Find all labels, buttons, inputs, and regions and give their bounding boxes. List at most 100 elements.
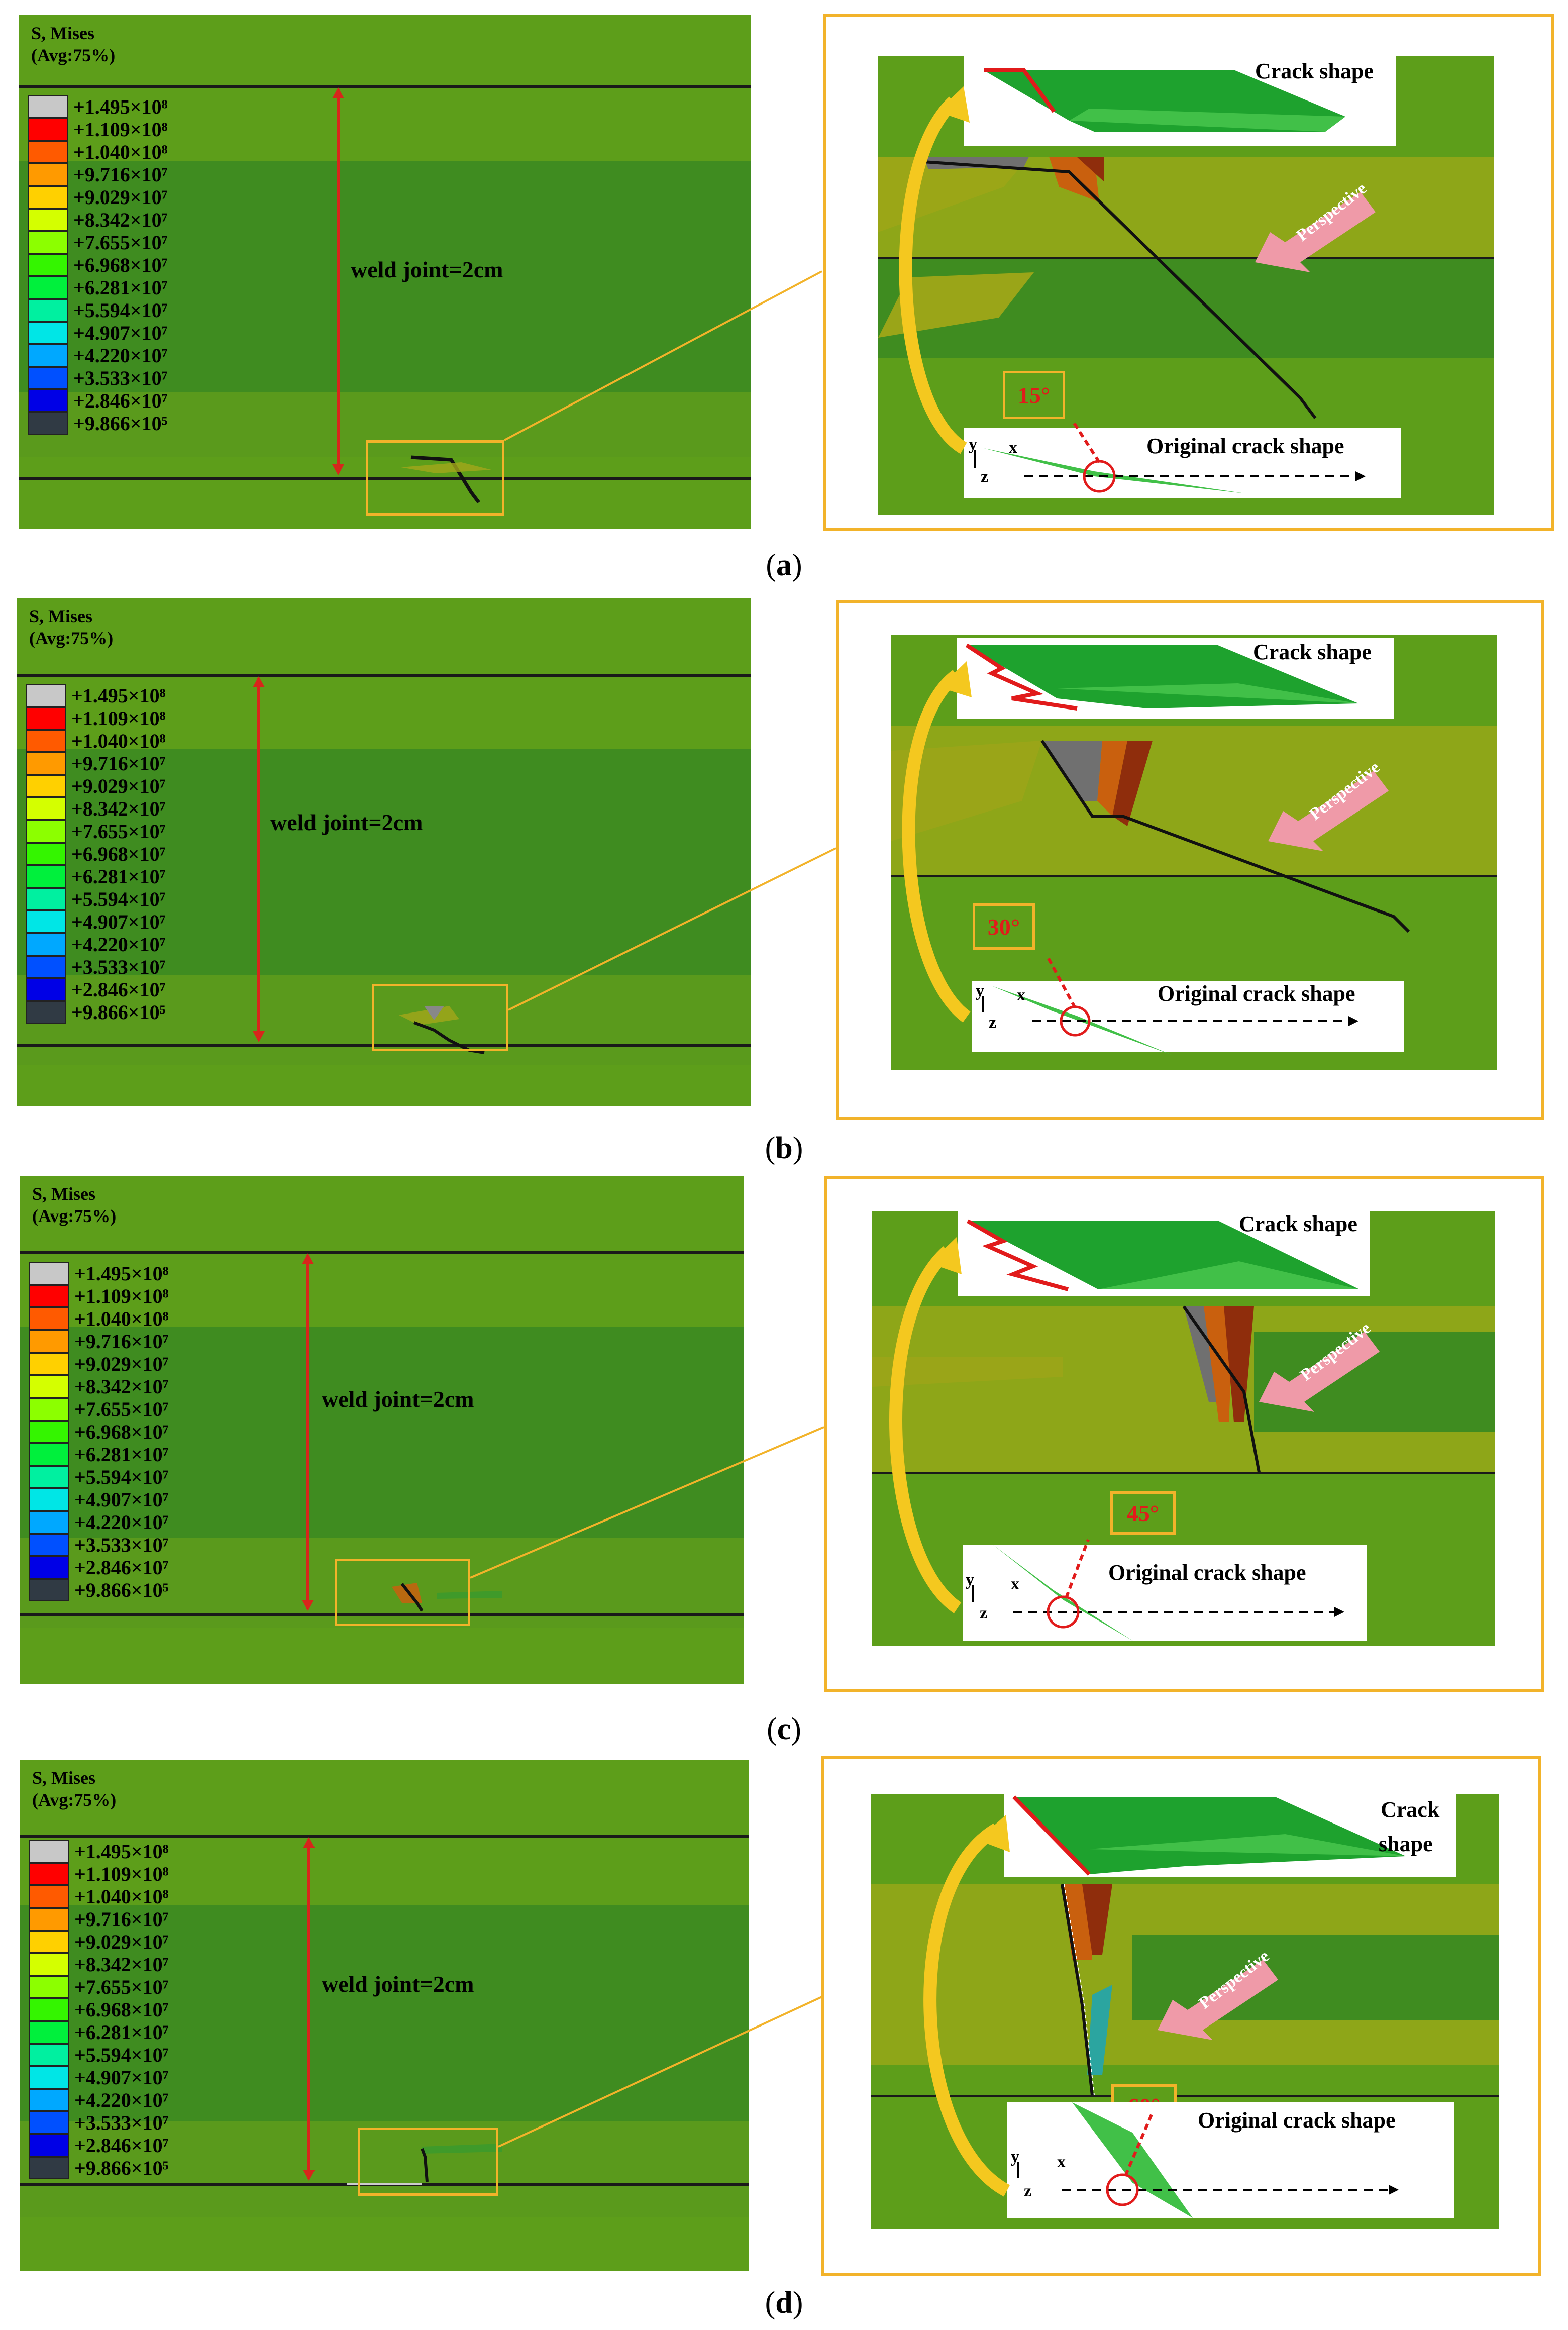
- legend-label: +6.968×10⁷: [71, 842, 166, 865]
- legend-swatch: [29, 1330, 69, 1353]
- zoom-connector-line: [508, 847, 837, 1011]
- crack-shape-label: Crack: [1381, 1797, 1440, 1822]
- zoom-region-box: [358, 2128, 498, 2196]
- legend-swatch: [28, 254, 68, 276]
- weld-joint-label: weld joint=2cm: [270, 809, 423, 835]
- legend-label: +1.495×10⁸: [74, 1840, 169, 1863]
- legend-label: +1.109×10⁸: [74, 1284, 169, 1307]
- axis-x-label: x: [1057, 2153, 1066, 2171]
- legend-swatch: [26, 820, 66, 843]
- legend-title: S, Mises(Avg:75%): [32, 1768, 117, 1810]
- legend-label: +5.594×10⁷: [74, 1465, 169, 1488]
- legend-label: +6.968×10⁷: [73, 253, 168, 276]
- fea-model-view: S, Mises(Avg:75%) +1.495×10⁸ +1.109×10⁸ …: [20, 1760, 749, 2271]
- legend-label: +4.907×10⁷: [71, 910, 166, 933]
- legend-swatch: [29, 2157, 69, 2179]
- weld-dimension-arrow: [302, 1253, 314, 1611]
- legend-label: +1.040×10⁸: [71, 729, 166, 752]
- weld-joint-label: weld joint=2cm: [351, 257, 503, 282]
- legend-label: +9.716×10⁷: [73, 163, 168, 186]
- legend-label: +7.655×10⁷: [74, 1397, 169, 1421]
- weld-bottom-boundary: [20, 1613, 744, 1616]
- zoom-connector-line: [470, 1426, 824, 1579]
- legend-label: +5.594×10⁷: [73, 298, 168, 322]
- legend-label: +1.495×10⁸: [74, 1262, 169, 1285]
- original-crack-label: Original crack shape: [1108, 1560, 1306, 1585]
- legend-swatch: [28, 322, 68, 344]
- legend-swatch: [28, 276, 68, 299]
- legend-swatch: [29, 1534, 69, 1556]
- legend-label: +4.907×10⁷: [74, 2066, 169, 2089]
- legend-label: +4.220×10⁷: [74, 2088, 169, 2111]
- legend-swatch: [29, 1976, 69, 1998]
- crack-shape-card: Crack shape: [957, 638, 1394, 719]
- legend-label: +6.281×10⁷: [74, 1443, 169, 1466]
- legend-swatch: [29, 2044, 69, 2066]
- legend-label: +9.029×10⁷: [71, 774, 166, 797]
- legend-swatch: [26, 730, 66, 752]
- legend-swatch: [29, 1863, 69, 1885]
- legend-label: +5.594×10⁷: [71, 887, 166, 910]
- legend-swatch: [29, 1556, 69, 1579]
- legend-swatch: [26, 1001, 66, 1024]
- legend-swatch: [26, 797, 66, 820]
- weld-dimension-arrow: [303, 1837, 315, 2181]
- legend-swatch: [28, 118, 68, 141]
- legend-label: +3.533×10⁷: [74, 2111, 169, 2134]
- crack-shape-card: Crack shape: [1004, 1794, 1456, 1877]
- legend-label: +2.846×10⁷: [74, 2134, 169, 2157]
- zoom-connector-line: [504, 270, 822, 441]
- zoom-detail-panel: Crack shape Perspective 30° y: [836, 600, 1544, 1120]
- panel-caption: (c): [767, 1712, 801, 1746]
- zoom-detail-panel: Crack shape Perspective 45° y: [824, 1176, 1544, 1692]
- legend-title: S, Mises(Avg:75%): [32, 1184, 117, 1226]
- legend-swatch: [28, 95, 68, 118]
- legend-swatch: [29, 1840, 69, 1863]
- legend-swatch: [26, 684, 66, 707]
- legend-label: +7.655×10⁷: [73, 231, 168, 254]
- legend-label: +6.281×10⁷: [73, 276, 168, 299]
- legend-label: +1.040×10⁸: [73, 140, 168, 163]
- weld-dimension-arrow: [332, 87, 344, 475]
- zoom-region-box: [372, 984, 508, 1051]
- legend-label: +8.342×10⁷: [73, 208, 168, 231]
- zoom-detail-panel: Crack shape Perspective 15° y: [823, 14, 1554, 531]
- legend-label: +3.533×10⁷: [74, 1533, 169, 1556]
- weld-top-boundary: [17, 674, 751, 677]
- legend-swatch: [28, 186, 68, 209]
- legend-swatch: [28, 141, 68, 163]
- legend-swatch: [28, 163, 68, 186]
- original-crack-label: Original crack shape: [1158, 981, 1355, 1006]
- legend-swatch: [29, 1443, 69, 1466]
- legend-label: +4.907×10⁷: [73, 321, 168, 344]
- legend-swatch: [26, 843, 66, 865]
- legend-title: S, Mises(Avg:75%): [29, 606, 114, 648]
- axis-y-label: y: [1011, 2148, 1019, 2166]
- legend-label: +1.109×10⁸: [73, 118, 168, 141]
- legend-swatch: [29, 1488, 69, 1511]
- zoom-region-box: [366, 440, 504, 516]
- fea-model-view: S, Mises(Avg:75%) +1.495×10⁸ +1.109×10⁸ …: [20, 1176, 744, 1684]
- legend-label: +6.968×10⁷: [74, 1420, 169, 1443]
- weld-bottom-boundary: [19, 477, 751, 480]
- weld-joint-label: weld joint=2cm: [322, 1386, 474, 1412]
- legend-label: +1.040×10⁸: [74, 1307, 169, 1330]
- legend-label: +5.594×10⁷: [74, 2043, 169, 2066]
- axis-x-label: x: [1011, 1575, 1019, 1593]
- legend-label: +1.040×10⁸: [74, 1885, 169, 1908]
- original-crack-card: y x z Original crack shape: [963, 1539, 1367, 1641]
- legend-swatch: [29, 1466, 69, 1488]
- axis-y-label: y: [969, 435, 977, 454]
- legend-swatch: [29, 1262, 69, 1285]
- legend-title: S, Mises(Avg:75%): [31, 23, 116, 65]
- legend-swatch: [26, 910, 66, 933]
- panel-caption: (d): [765, 2286, 803, 2320]
- legend-label: +4.907×10⁷: [74, 1488, 169, 1511]
- crack-shape-label: shape: [1379, 1832, 1433, 1856]
- panel-caption: (a): [766, 548, 802, 582]
- legend-swatch: [26, 752, 66, 775]
- legend-swatch: [29, 2021, 69, 2044]
- crack-shape-label: Crack shape: [1239, 1211, 1357, 1236]
- legend-swatch: [29, 1511, 69, 1534]
- legend-label: +9.866×10⁵: [74, 1578, 169, 1601]
